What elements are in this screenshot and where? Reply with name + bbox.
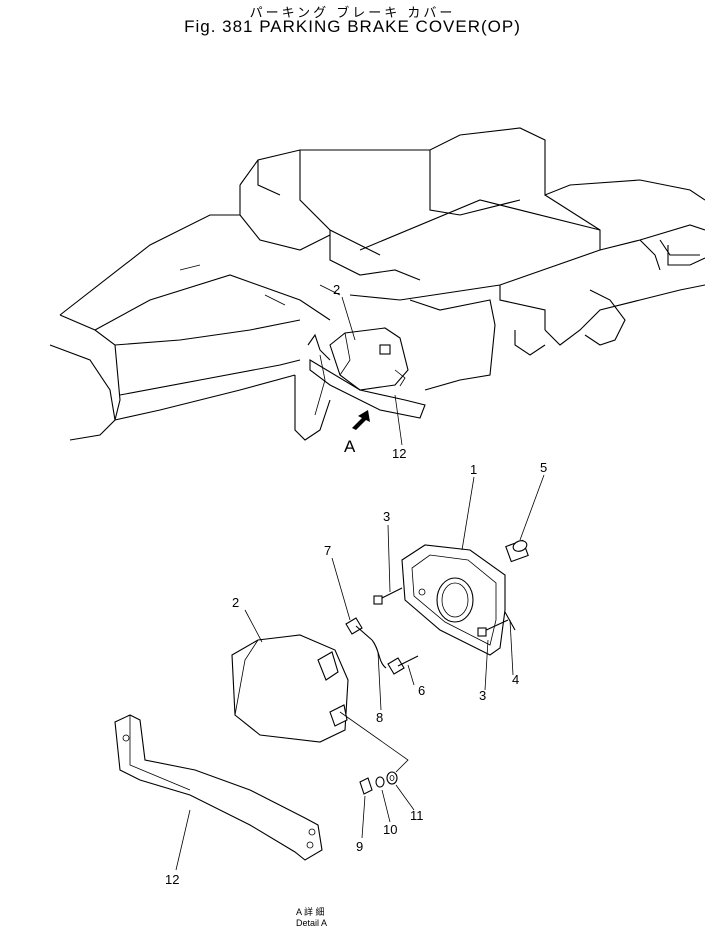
part-1-bracket — [401, 544, 506, 656]
figure-title: Fig. 381 PARKING BRAKE COVER(OP) — [184, 17, 521, 36]
part-3-bolts — [373, 587, 516, 637]
detail-label-japanese: A 詳 細 — [296, 906, 325, 917]
part-12-long-bracket — [114, 714, 323, 861]
figure-title-japanese: パーキング ブレーキ カバー — [249, 6, 456, 21]
view-marker-a: A — [344, 437, 356, 456]
callout-2-top: 2 — [333, 282, 340, 297]
callout-2-lower: 2 — [232, 595, 239, 610]
callout-7: 7 — [324, 543, 331, 558]
part-7-6-bolts — [345, 617, 419, 675]
part-2-cover — [231, 634, 349, 743]
detail-label: Detail A — [296, 918, 327, 928]
callout-4: 4 — [512, 672, 519, 687]
callout-10: 10 — [383, 822, 397, 837]
leader-lines — [175, 296, 545, 871]
callout-5: 5 — [540, 460, 547, 475]
callout-6: 6 — [418, 683, 425, 698]
callout-3-upper: 3 — [383, 509, 390, 524]
part-5-bushing — [505, 539, 529, 563]
callout-8: 8 — [376, 710, 383, 725]
callout-1: 1 — [470, 462, 477, 477]
callout-12-lower: 12 — [165, 872, 179, 887]
callout-3-lower: 3 — [479, 688, 486, 703]
installed-brake-cover-drawing — [307, 327, 426, 419]
part-9-10-11-hardware — [339, 711, 409, 795]
view-arrow — [352, 410, 370, 430]
callout-9: 9 — [356, 839, 363, 854]
chassis-frame-drawing — [49, 127, 705, 441]
callout-11: 11 — [410, 808, 424, 823]
callout-12-top: 12 — [392, 446, 406, 461]
